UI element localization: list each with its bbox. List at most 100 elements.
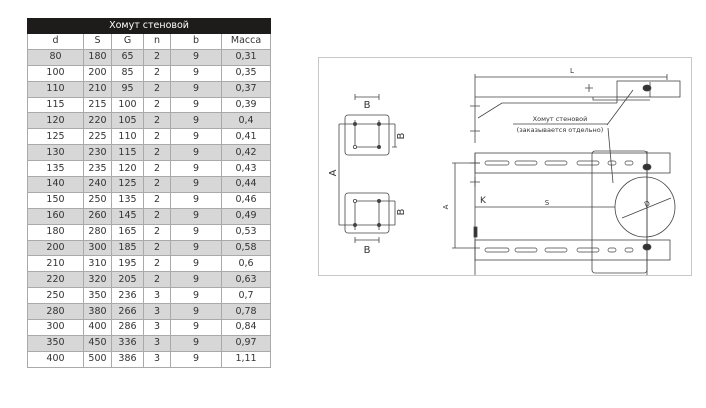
table-cell: 0,39: [220, 96, 272, 114]
table-cell: 2: [143, 239, 171, 257]
table-cell: 2: [143, 80, 171, 98]
table-cell: 400: [83, 319, 112, 336]
column-header: n: [143, 33, 171, 50]
table-cell: 200: [83, 64, 112, 82]
table-cell: 380: [83, 303, 112, 321]
table-cell: 300: [27, 319, 84, 336]
column-header: Масса: [220, 33, 272, 50]
table-cell: 80: [27, 48, 84, 66]
table-cell: 120: [111, 160, 144, 178]
table-cell: 110: [111, 128, 144, 146]
table-cell: 240: [83, 176, 112, 193]
table-cell: 130: [27, 144, 84, 162]
table-cell: 230: [83, 144, 112, 162]
table-cell: 3: [143, 350, 171, 368]
table-cell: 0,6: [220, 255, 272, 273]
table-cell: 310: [83, 255, 112, 273]
label-s: S: [545, 199, 550, 207]
table-cell: 9: [170, 112, 222, 130]
table-cell: 9: [170, 128, 222, 146]
label-b-bottom: B: [364, 245, 371, 256]
table-cell: 2: [143, 255, 171, 273]
callout-leader: [513, 89, 634, 184]
table-cell: 0,44: [220, 176, 272, 193]
table-cell: 9: [170, 350, 222, 368]
table-cell: 215: [83, 96, 112, 114]
table-cell: 225: [83, 128, 112, 146]
table-cell: 0,58: [220, 239, 272, 257]
column-header: b: [170, 33, 222, 50]
table-cell: 180: [83, 48, 112, 66]
table-cell: 195: [111, 255, 144, 273]
table-cell: 9: [170, 64, 222, 82]
table-cell: 110: [27, 80, 84, 98]
table-cell: 350: [83, 287, 112, 305]
table-cell: 2: [143, 271, 171, 289]
table-cell: 2: [143, 128, 171, 146]
table-cell: 9: [170, 303, 222, 321]
table-cell: 9: [170, 319, 222, 336]
table-cell: 9: [170, 191, 222, 209]
table-cell: 0,84: [220, 319, 272, 336]
table-cell: 185: [111, 239, 144, 257]
table-cell: 115: [27, 96, 84, 114]
table-cell: 100: [111, 96, 144, 114]
table-cell: 200: [27, 239, 84, 257]
table-cell: 266: [111, 303, 144, 321]
top-plate: [339, 94, 397, 156]
table-cell: 9: [170, 334, 222, 352]
bottom-plate: [339, 192, 396, 243]
label-b-right-bottom: B: [396, 208, 407, 215]
table-cell: 210: [27, 255, 84, 273]
table-cell: 9: [170, 223, 222, 241]
label-k: K: [480, 196, 487, 206]
table-cell: 500: [83, 350, 112, 368]
table-cell: 3: [143, 319, 171, 336]
table-cell: 0,35: [220, 64, 272, 82]
table-cell: 1,11: [220, 350, 272, 368]
table-cell: 9: [170, 80, 222, 98]
table-cell: 280: [27, 303, 84, 321]
bracket-top-view: [452, 150, 676, 275]
table-cell: 135: [111, 191, 144, 209]
table-cell: 205: [111, 271, 144, 289]
table-cell: 220: [27, 271, 84, 289]
table-cell: 2: [143, 160, 171, 178]
table-cell: 135: [27, 160, 84, 178]
table-cell: 0,7: [220, 287, 272, 305]
table-cell: 220: [83, 112, 112, 130]
table-cell: 260: [83, 207, 112, 225]
table-cell: 0,97: [220, 334, 272, 352]
table-title: Хомут стеновой: [26, 18, 272, 34]
table-cell: 2: [143, 207, 171, 225]
label-a-left: A: [328, 169, 339, 176]
table-cell: 115: [111, 144, 144, 162]
label-b-top: B: [364, 100, 371, 111]
table-cell: 336: [111, 334, 144, 352]
table-cell: 65: [111, 48, 144, 66]
table-cell: 9: [170, 239, 222, 257]
table-cell: 280: [83, 223, 112, 241]
table-cell: 125: [27, 128, 84, 146]
table-cell: 0,78: [220, 303, 272, 321]
table-cell: 2: [143, 176, 171, 193]
table-cell: 0,41: [220, 128, 272, 146]
table-cell: 0,4: [220, 112, 272, 130]
wall-clamp-diagram: B B B B A L Хомут стеновой (заказывается…: [328, 67, 681, 275]
table-cell: 0,42: [220, 144, 272, 162]
column-header: G: [111, 33, 144, 50]
table-cell: 9: [170, 255, 222, 273]
table-cell: 145: [111, 207, 144, 225]
table-cell: 0,43: [220, 160, 272, 178]
